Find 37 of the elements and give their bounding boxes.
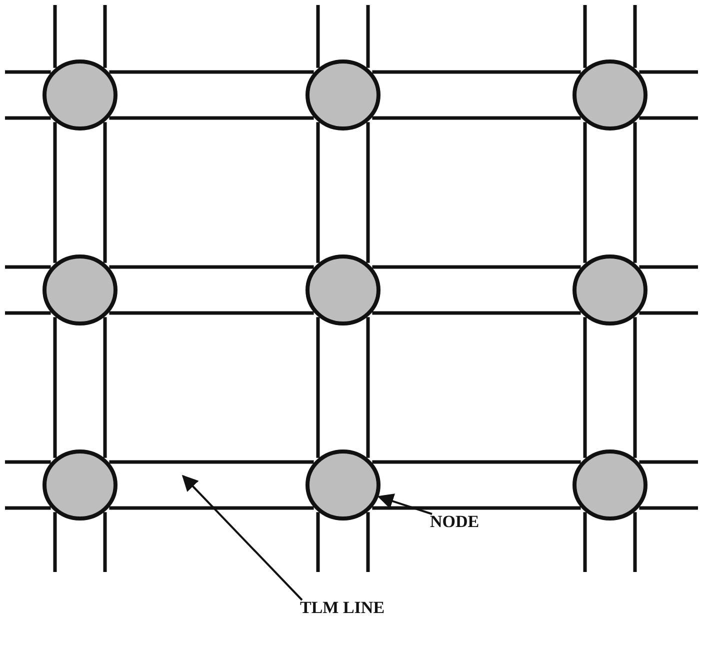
transmission-line [370,460,583,510]
transmission-line [637,460,700,510]
leader-line [377,494,432,515]
callout-label: TLM LINE [298,596,387,620]
callout-label: NODE [428,510,482,534]
transmission-line [3,70,53,120]
transmission-line [53,120,107,265]
transmission-line [583,3,637,70]
node-circle [42,254,118,326]
transmission-line [3,460,53,510]
transmission-line [316,3,370,70]
node-circle [305,59,381,131]
node-circle [572,59,648,131]
transmission-line [53,3,107,70]
transmission-line [316,120,370,265]
transmission-line [583,315,637,460]
transmission-line [3,265,53,315]
transmission-line [316,510,370,574]
transmission-line [583,120,637,265]
transmission-line [370,265,583,315]
node-circle [572,254,648,326]
transmission-line [107,70,316,120]
node-circle [305,449,381,521]
node-circle [572,449,648,521]
node-circle [42,449,118,521]
node-circle [42,59,118,131]
transmission-line [316,315,370,460]
leader-line [182,474,303,601]
transmission-line [583,510,637,574]
transmission-line [53,315,107,460]
transmission-line [637,265,700,315]
transmission-line [107,265,316,315]
transmission-line [637,70,700,120]
transmission-line [53,510,107,574]
node-circle [305,254,381,326]
transmission-line [107,460,316,510]
transmission-line [370,70,583,120]
